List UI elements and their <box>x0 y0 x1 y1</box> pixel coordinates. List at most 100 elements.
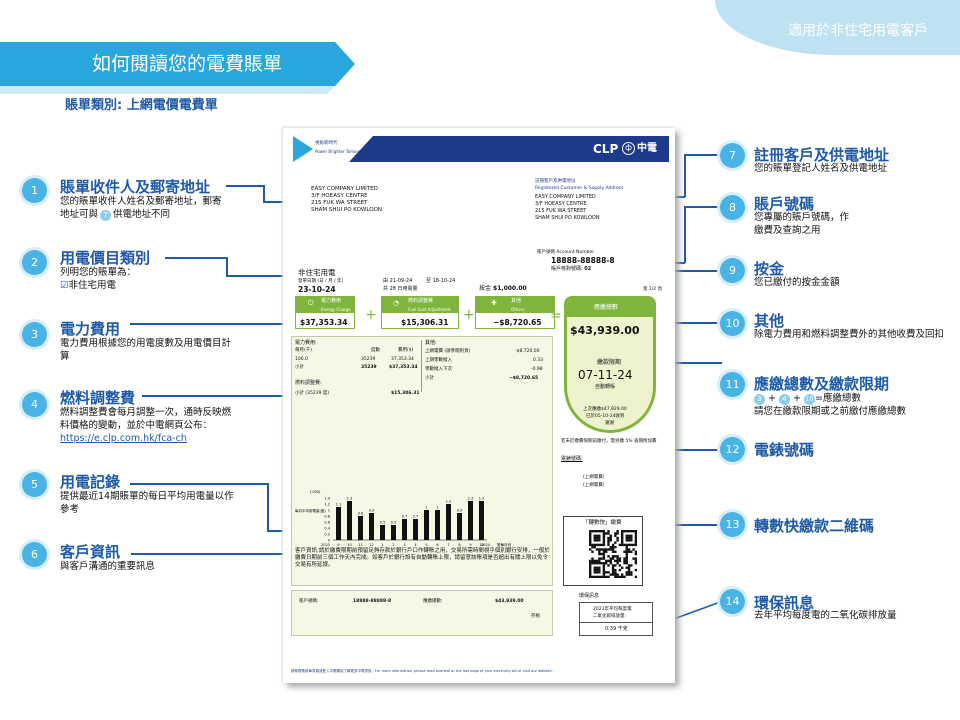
fps-label: 「轉數快」繳費 <box>583 520 622 526</box>
connector-2a <box>165 257 227 259</box>
badge-13: 13 <box>720 512 745 537</box>
annotation-title-9: 按金 <box>754 260 785 278</box>
badge-10: 10 <box>720 311 745 336</box>
customer-type-label: 適用於非住宅用電客戶 <box>788 23 928 39</box>
energy-label-en: Energy Charge <box>321 307 351 312</box>
connector-7a <box>684 154 722 156</box>
chart-bar-label: 0.9 <box>457 509 463 513</box>
reg-addr-3: SHAM SHUI PO KOWLOON <box>535 215 600 221</box>
chart-bar <box>468 501 473 540</box>
issue-label: 發單日期 (日 / 月 / 年) <box>298 279 344 284</box>
annotation-title-14: 環保訊息 <box>754 594 815 612</box>
connector-8a <box>684 206 722 208</box>
ref-badge-7: 7 <box>100 210 112 221</box>
fps-qr-code[interactable] <box>589 530 637 578</box>
ec-r1-2: 35239 <box>361 357 376 362</box>
details-divider <box>421 340 422 392</box>
chart-xtick: 9 <box>337 543 339 547</box>
chart-bar <box>424 510 429 540</box>
meter-1: (上網電費) <box>583 475 605 480</box>
ot-r1: 上網電費 (請參閱附頁) <box>425 349 471 354</box>
fc-sub: 小計 (35239 度) <box>295 391 330 396</box>
chart-xtick: 10 <box>347 543 351 547</box>
stub-acct-label: 賬戶號碼: <box>299 599 319 604</box>
thanks: 謝謝 <box>605 421 614 426</box>
bill-tariff: 非住宅用電 <box>298 268 336 277</box>
badge-5: 5 <box>22 472 47 497</box>
chart-bar <box>391 525 396 540</box>
annotation-title-1: 賬單收件人及郵寄地址 <box>60 178 211 196</box>
bill-slogan-en: Power Brighter Tomorrows <box>315 149 368 154</box>
ot-r3v: -0.98 <box>531 367 543 372</box>
chart-bar-label: 0.7 <box>402 515 408 519</box>
stub-acct-no: 18888-88888-8 <box>353 599 392 604</box>
connector-1b <box>263 185 265 202</box>
fca-link[interactable]: https://e.clp.com.hk/fca-ch <box>60 433 187 444</box>
annotation-title-11: 應繳總數及繳款限期 <box>754 375 890 393</box>
chart-bar <box>402 519 407 540</box>
meter-label: 電錶號碼: <box>561 456 583 462</box>
mail-addr-2: 215 FUK WA STREET <box>311 200 368 206</box>
connector-5b <box>267 483 269 531</box>
chart-bar-label: 0.8 <box>358 512 364 516</box>
last-paid-2: 已於05-10-24收到 <box>586 414 625 419</box>
chart-xtick: 12 <box>369 543 373 547</box>
annotation-title-6: 客戶資訊 <box>60 543 121 561</box>
bill-type: 賬單類別: 上網電價電費單 <box>65 98 218 113</box>
acct-label: 賬戶號碼 Account Number <box>537 250 595 255</box>
ot-r2: 上期零數撥入 <box>425 358 452 363</box>
annotation-desc-11: 3 + 4 + 10=應繳總數 請您在繳款限期或之前繳付應繳總數 <box>754 393 907 417</box>
chart-xtick: 1 <box>381 543 383 547</box>
badge-7: 7 <box>720 143 745 168</box>
connector-13 <box>640 524 722 526</box>
mail-addr-3: SHAM SHUI PO KOWLOON <box>311 207 383 213</box>
connector-7b <box>684 154 686 197</box>
ot-subv: −$8,720.65 <box>509 376 539 381</box>
last-paid: 上次應繳$47,929.00 <box>583 407 627 412</box>
chart-bar-label: 1.1 <box>336 503 342 507</box>
annotation-title-2: 用電價目類別 <box>60 249 151 267</box>
chart-xtick: 6 <box>436 543 438 547</box>
annotation-title-8: 賬戶號碼 <box>754 195 815 213</box>
chart-bar <box>479 501 484 540</box>
mail-name: EASY COMPANY LIMITED <box>311 186 378 192</box>
chart-bar-label: 1 <box>436 506 438 510</box>
annotation-desc-9: 您已繳付的按金金額 <box>754 277 840 288</box>
badge-14: 14 <box>720 589 745 614</box>
env-divider <box>579 622 653 623</box>
chart-ytick: 1.2 <box>324 503 330 507</box>
ec-r1-1: 106.0 <box>295 357 308 362</box>
chart-ytick: 0.8 <box>324 515 330 519</box>
plus-2: + <box>463 307 475 323</box>
annotation-title-12: 電錶號碼 <box>754 441 815 459</box>
connector-3 <box>130 323 360 325</box>
badge-6: 6 <box>22 542 47 567</box>
energy-charge-header <box>295 296 355 313</box>
chart-bar <box>413 519 418 540</box>
chart-bar <box>358 516 363 540</box>
sample-bill: 視角新時代 Power Brighter Tomorrows CLP ф 中電 … <box>283 128 675 683</box>
stub-total-label: 應繳總數: <box>423 599 443 604</box>
energy-label: 電力費用 <box>321 298 342 304</box>
ec-h2: 度數 <box>371 348 380 353</box>
ot-r2v: 0.33 <box>533 358 544 363</box>
chart-ylabel: 每月平均用電量(度) <box>295 508 326 513</box>
badge-11: 11 <box>720 372 745 397</box>
annotation-desc-5: 提供最近14期賬單的每日平均用電量以作參考 <box>60 491 234 515</box>
other-label: 其他 <box>511 298 522 304</box>
connector-6 <box>131 553 295 555</box>
connector-2c <box>226 275 300 277</box>
chart-bar <box>457 513 462 540</box>
chart-ytick: 0 <box>328 539 330 543</box>
ref-badge-3: 3 <box>754 394 765 405</box>
ot-r1v: -$8,720.00 <box>515 349 540 354</box>
annotation-desc-4: 燃料調整費會每月調整一次，通時反映燃料價格的變動，並於中電網頁公布： https… <box>60 407 232 444</box>
chart-xtick: 4 <box>414 543 417 547</box>
deposit: 按金 $1,000.00 <box>479 285 527 292</box>
bill-slogan: 視角新時代 <box>315 141 338 146</box>
details-panel <box>291 336 553 586</box>
acct-check: 賬戶核對號碼: 02 <box>551 266 592 272</box>
late-charge-note: 若未於繳費限期前繳付，需另繳 5% 逾期附加費 <box>561 439 657 444</box>
annotation-desc-3: 電力費用根據您的用電度數及用電價目計算 <box>60 338 232 362</box>
autopay: 自動轉賬 <box>595 384 616 390</box>
